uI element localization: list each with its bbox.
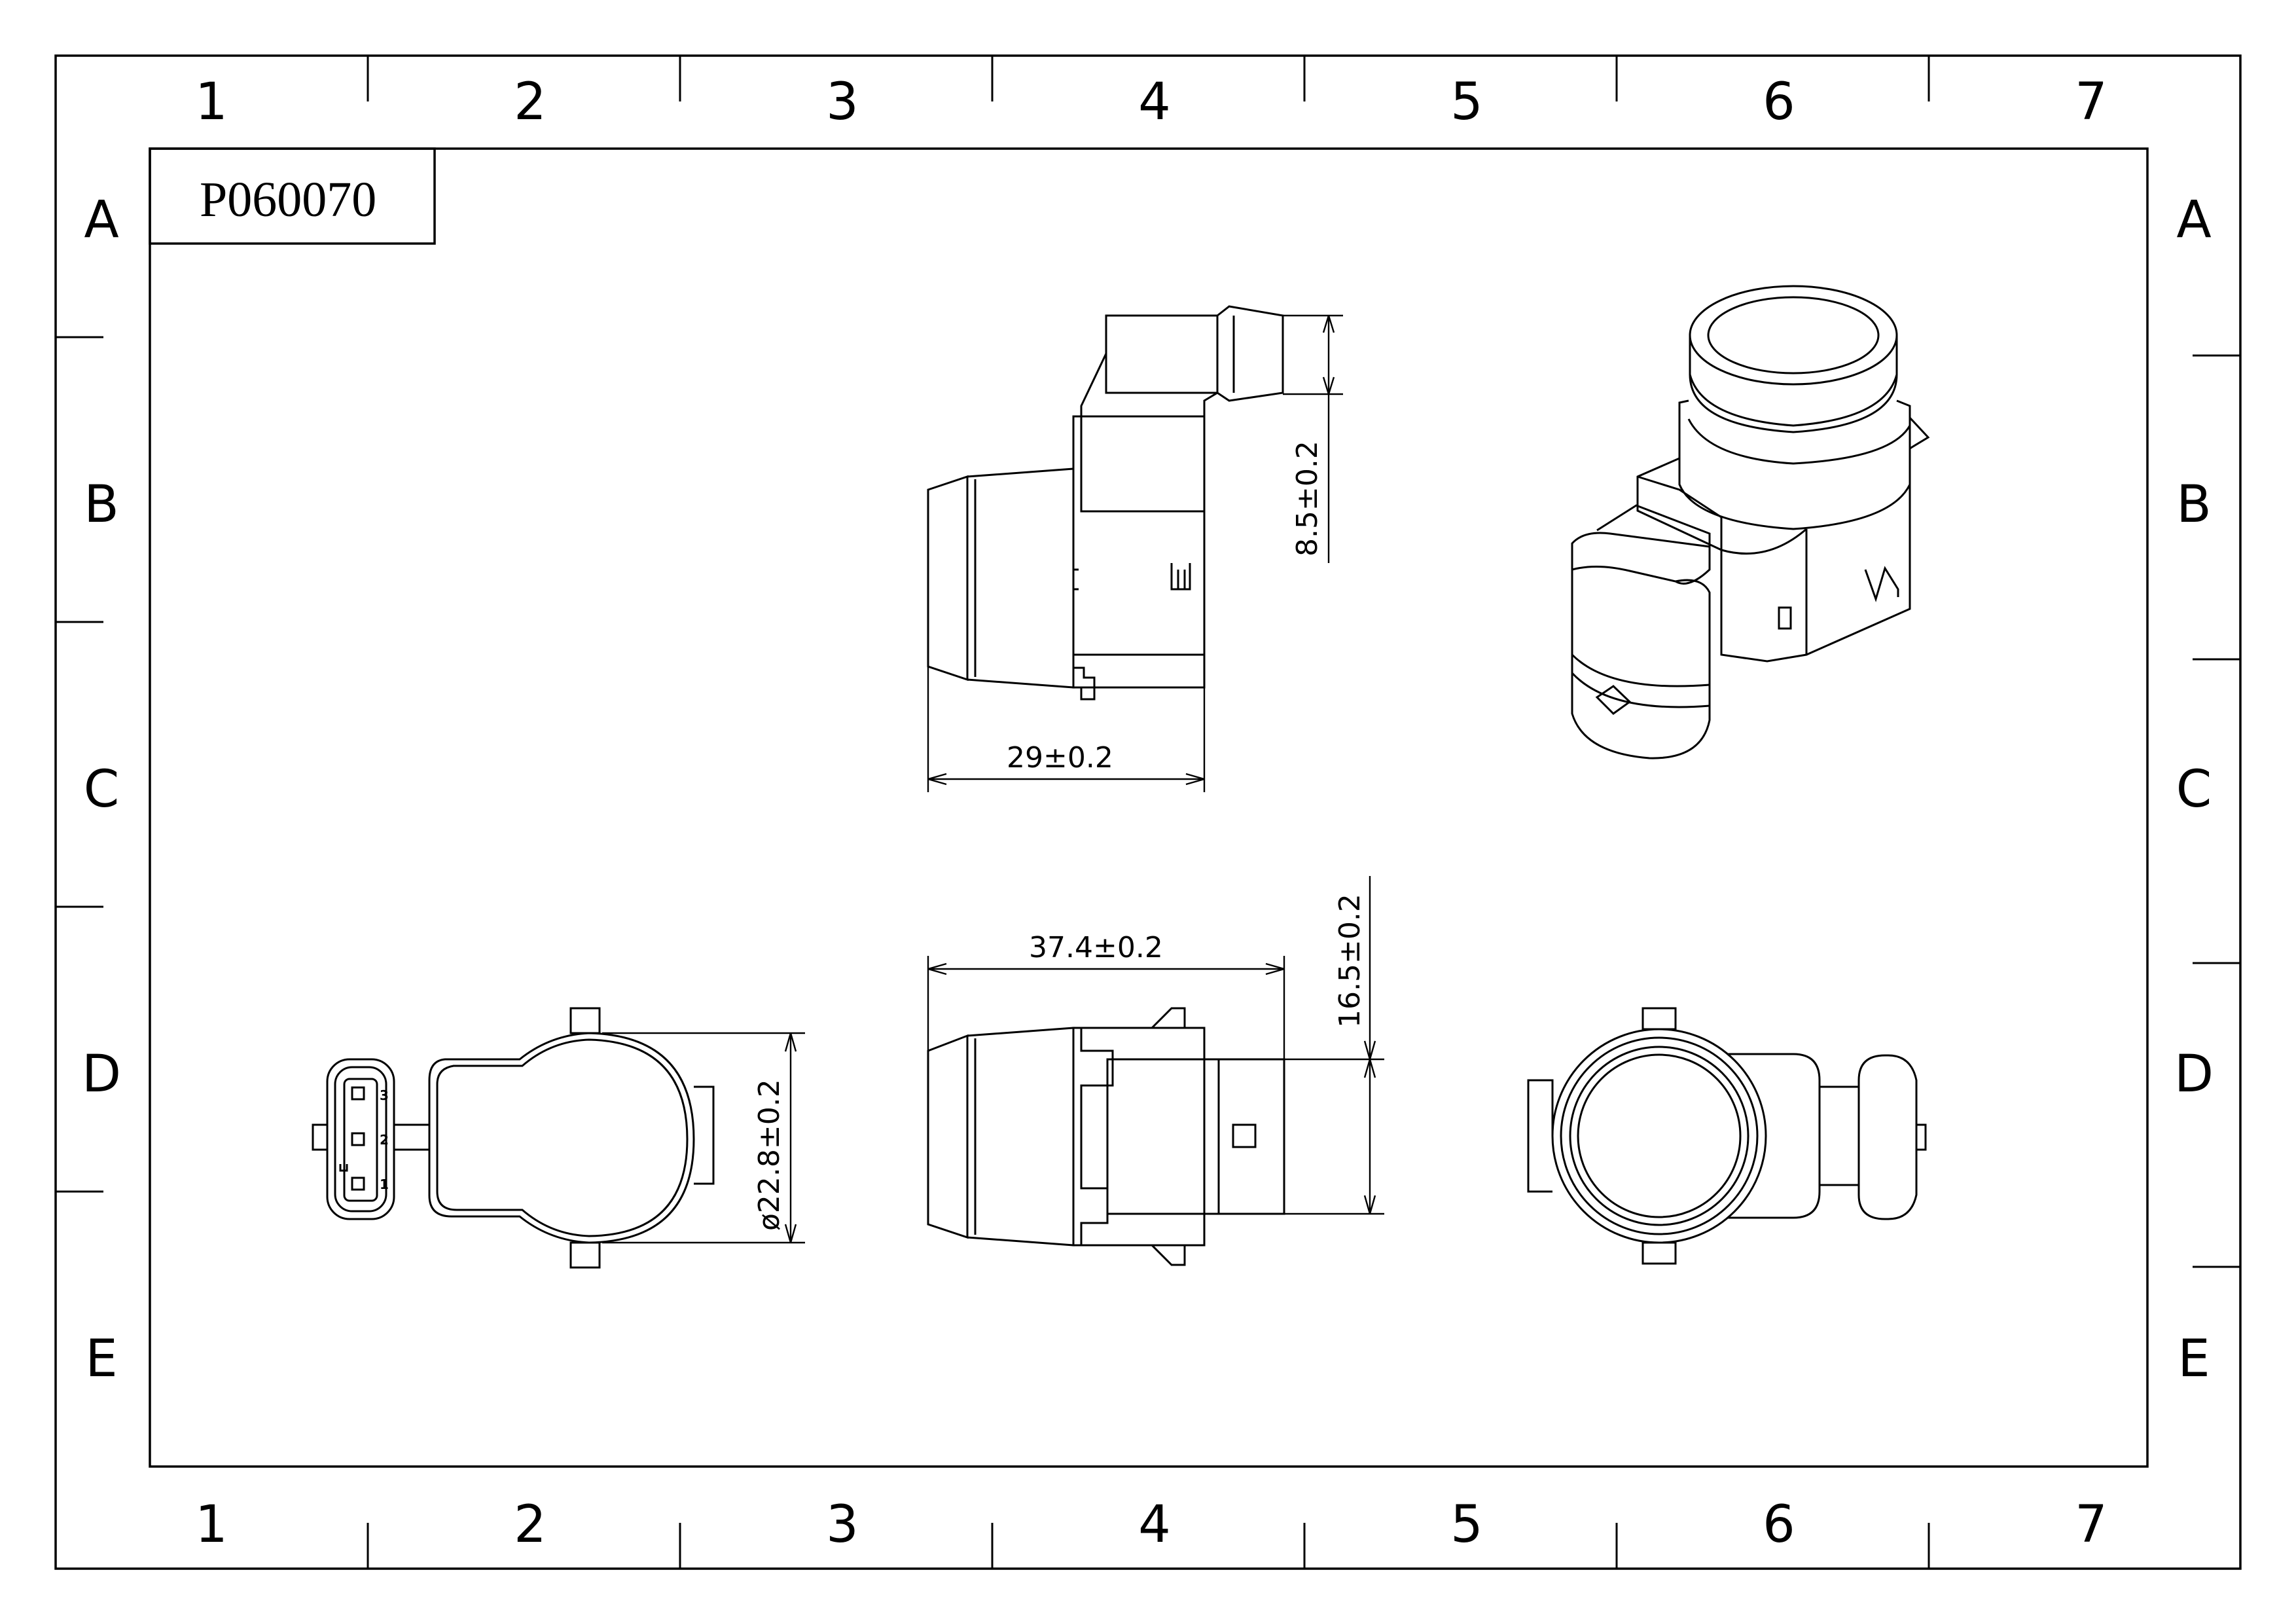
zone-row-right-a: A [2176,191,2211,249]
front-view [1527,1007,1927,1265]
zone-col-bottom-5: 5 [1450,1495,1483,1554]
zone-row-left-e: E [85,1330,117,1389]
zone-col-top-1: 1 [195,73,228,132]
pin-label-3: 3 [380,1087,389,1103]
zone-row-right-e: E [2178,1330,2210,1389]
pin-label-2: 2 [380,1132,389,1148]
isometric-view [1571,285,1930,759]
zone-row-left-a: A [84,191,118,249]
zone-ticks [56,56,2240,1569]
zone-col-bottom-4: 4 [1138,1495,1171,1554]
pin-label-1: 1 [380,1176,389,1192]
zone-col-top-6: 6 [1763,73,1795,132]
outer-border [54,54,2242,1570]
dim-side-height: 16.5±0.2 [1333,894,1367,1028]
top-view [927,305,1343,792]
side-view [927,876,1384,1266]
zone-row-left-c: C [84,760,119,819]
zone-row-right-d: D [2174,1045,2214,1104]
zone-col-bottom-2: 2 [514,1495,547,1554]
zone-row-right-c: C [2176,760,2212,819]
inner-border [149,147,2149,1468]
rear-view [312,1007,805,1269]
zone-col-top-3: 3 [826,73,859,132]
title-block [149,147,436,245]
dim-rear-diameter: ø22.8±0.2 [753,1079,786,1231]
zone-col-top-2: 2 [514,73,547,132]
zone-col-top-7: 7 [2075,73,2108,132]
dim-top-height: 8.5±0.2 [1291,441,1324,556]
zone-col-top-4: 4 [1138,73,1171,132]
zone-row-left-b: B [84,475,119,534]
zone-row-right-b: B [2176,475,2212,534]
zone-col-top-5: 5 [1450,73,1483,132]
dim-side-width: 37.4±0.2 [1029,931,1163,964]
part-number: P060070 [200,172,376,227]
zone-col-bottom-3: 3 [826,1495,859,1554]
zone-col-bottom-1: 1 [195,1495,228,1554]
zone-row-left-d: D [82,1045,121,1104]
zone-col-bottom-7: 7 [2075,1495,2108,1554]
zone-col-bottom-6: 6 [1763,1495,1795,1554]
dim-top-width: 29±0.2 [1007,741,1113,775]
